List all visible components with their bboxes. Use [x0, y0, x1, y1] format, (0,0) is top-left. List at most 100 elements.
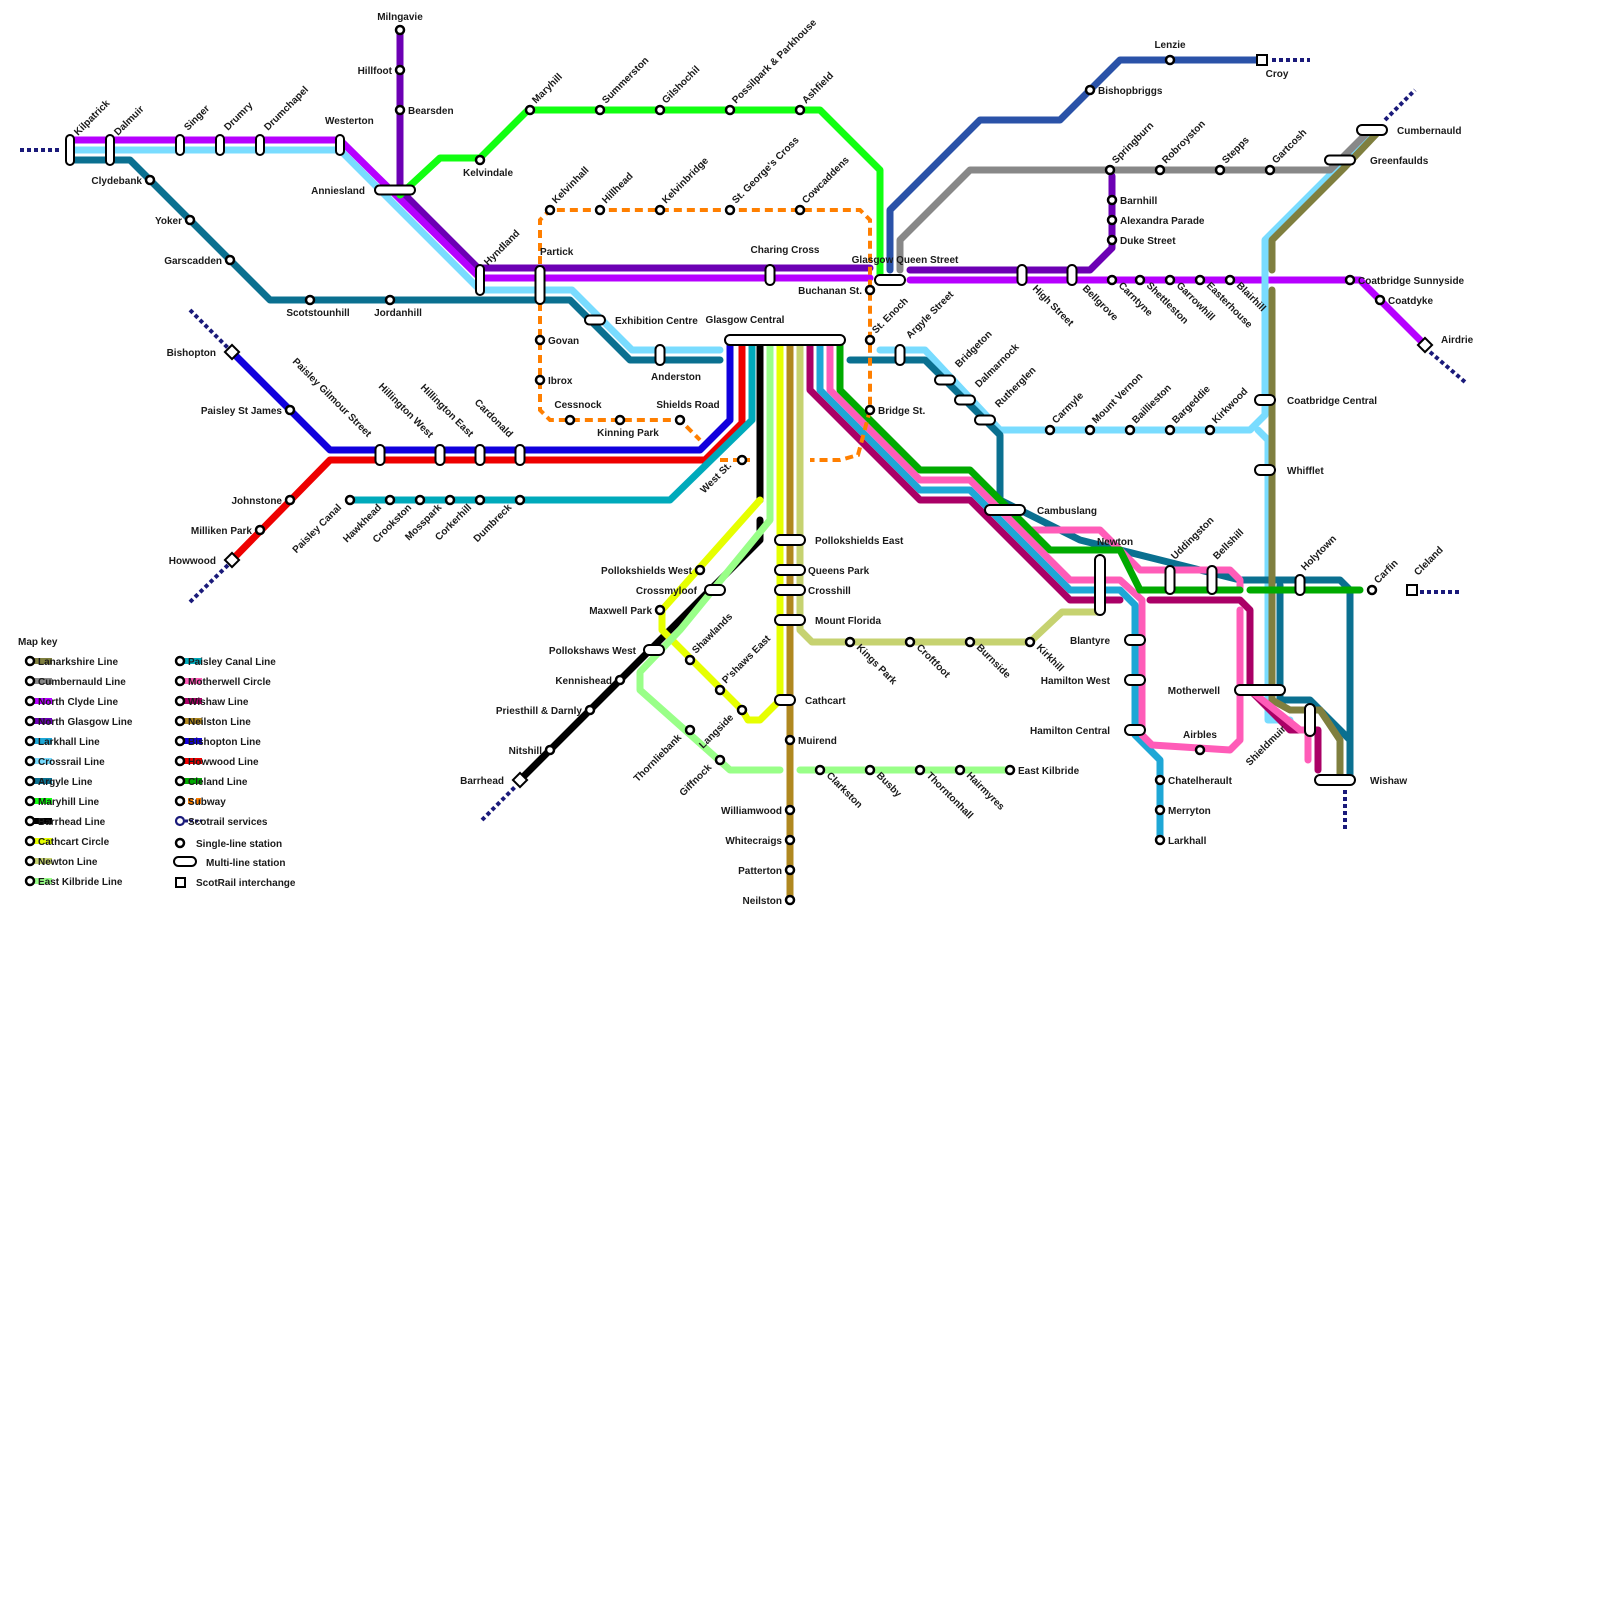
station-mount-florida[interactable] — [774, 614, 806, 626]
station-singer[interactable] — [175, 134, 185, 156]
station-patterton[interactable] — [784, 864, 796, 876]
station-glasgow-queen-street[interactable] — [874, 274, 906, 286]
station-neilston[interactable] — [784, 894, 796, 906]
station-jordanhill[interactable] — [384, 294, 396, 306]
station-dalmarnock[interactable] — [954, 394, 976, 406]
crossrail-line-east[interactable] — [876, 124, 1384, 434]
station-hyndland[interactable] — [475, 264, 485, 296]
station-bellgrove[interactable] — [1066, 264, 1078, 286]
station-blantyre[interactable] — [1124, 634, 1146, 646]
station-motherwell[interactable] — [1234, 684, 1286, 696]
station-st-georges-cross[interactable] — [724, 204, 736, 216]
station-croy[interactable] — [1256, 54, 1268, 66]
station-ashfield[interactable] — [794, 104, 806, 116]
station-muirend[interactable] — [784, 734, 796, 746]
station-bridgeton[interactable] — [934, 374, 956, 386]
station-pollokshields-west[interactable] — [694, 564, 706, 576]
station-mount-vernon[interactable] — [1084, 424, 1096, 436]
station-carmyle[interactable] — [1044, 424, 1056, 436]
station-dumbreck[interactable] — [514, 494, 526, 506]
station-shields-road[interactable] — [674, 414, 686, 426]
station-anniesland[interactable] — [374, 184, 416, 196]
station-nitshill[interactable] — [544, 744, 556, 756]
station-st-enoch[interactable] — [864, 334, 876, 346]
station-govan[interactable] — [534, 334, 546, 346]
station-airdrie[interactable] — [1416, 336, 1434, 354]
station-kelvindale[interactable] — [474, 154, 486, 166]
lanarkshire-line[interactable] — [1268, 126, 1384, 274]
station-gartcosh[interactable] — [1264, 164, 1276, 176]
station-hawkhead[interactable] — [384, 494, 396, 506]
station-bishopton[interactable] — [223, 343, 241, 361]
station-milngavie[interactable] — [394, 24, 406, 36]
station-carntyne[interactable] — [1106, 274, 1118, 286]
station-bridge-st[interactable] — [864, 404, 876, 416]
station-crossmyloof[interactable] — [704, 584, 726, 596]
station-bellshill[interactable] — [1206, 565, 1218, 595]
station-chatelherault[interactable] — [1154, 774, 1166, 786]
station-kirkhill[interactable] — [1024, 636, 1036, 648]
station-possilpark[interactable] — [724, 104, 736, 116]
station-hillington-west[interactable] — [434, 444, 446, 466]
station-milliken-park[interactable] — [254, 524, 266, 536]
station-bishopbriggs[interactable] — [1084, 84, 1096, 96]
station-west-st[interactable] — [736, 454, 748, 466]
station-hamilton-west[interactable] — [1124, 674, 1146, 686]
station-garrowhill[interactable] — [1164, 274, 1176, 286]
station-drumry[interactable] — [215, 134, 225, 156]
station-high-street[interactable] — [1016, 264, 1028, 286]
station-anderston[interactable] — [654, 344, 666, 366]
station-williamwood[interactable] — [784, 804, 796, 816]
station-maxwell-park[interactable] — [654, 604, 666, 616]
station-cleland[interactable] — [1406, 584, 1418, 596]
station-holytown[interactable] — [1294, 574, 1306, 596]
motherwell-circle-north[interactable] — [1026, 526, 1244, 594]
station-garscadden[interactable] — [224, 254, 236, 266]
station-croftfoot[interactable] — [904, 636, 916, 648]
station-paisley-canal[interactable] — [344, 494, 356, 506]
station-coatbridge-central[interactable] — [1254, 394, 1276, 406]
croy-line[interactable] — [886, 56, 1266, 274]
station-carfin[interactable] — [1366, 584, 1378, 596]
crossrail-line[interactable] — [66, 146, 724, 354]
station-stepps[interactable] — [1214, 164, 1226, 176]
station-barnhill[interactable] — [1106, 194, 1118, 206]
station-baillieston[interactable] — [1124, 424, 1136, 436]
subway-line-south[interactable] — [538, 290, 702, 442]
east-kilbride-line[interactable] — [636, 341, 784, 774]
station-kilpatrick[interactable] — [65, 134, 75, 166]
station-paisley-gilmour-street[interactable] — [374, 444, 386, 466]
station-crookston[interactable] — [414, 494, 426, 506]
station-yoker[interactable] — [184, 214, 196, 226]
newton-line[interactable] — [796, 341, 1104, 646]
station-kings-park[interactable] — [844, 636, 856, 648]
station-kelvinhall[interactable] — [544, 204, 556, 216]
station-cessnock[interactable] — [564, 414, 576, 426]
station-burnside[interactable] — [964, 636, 976, 648]
station-whitecraigs[interactable] — [784, 834, 796, 846]
station-argyle-street[interactable] — [894, 344, 906, 366]
station-westerton[interactable] — [335, 134, 345, 156]
station-thorntonhall[interactable] — [914, 764, 926, 776]
howwood-line[interactable] — [228, 341, 746, 564]
station-dalmuir[interactable] — [105, 134, 115, 166]
station-blairhill[interactable] — [1224, 274, 1236, 286]
station-langside[interactable] — [736, 704, 748, 716]
station-wishaw[interactable] — [1314, 774, 1356, 786]
station-maryhill[interactable] — [524, 104, 536, 116]
station-whifflet[interactable] — [1254, 464, 1276, 476]
station-hamilton-central[interactable] — [1124, 724, 1146, 736]
station-pollokshields-east[interactable] — [774, 534, 806, 546]
station-paisley-st-james[interactable] — [284, 404, 296, 416]
paisley-canal-line[interactable] — [346, 341, 756, 504]
station-bearsden[interactable] — [394, 104, 406, 116]
barrhead-line[interactable] — [516, 516, 764, 784]
station-cardonald[interactable] — [514, 444, 526, 466]
station-summerston[interactable] — [594, 104, 606, 116]
station-clydebank[interactable] — [144, 174, 156, 186]
station-mosspark[interactable] — [444, 494, 456, 506]
station-barrhead[interactable] — [511, 771, 529, 789]
station-crosshill[interactable] — [774, 584, 806, 596]
station-larkhall[interactable] — [1154, 834, 1166, 846]
station-scotstounhill[interactable] — [304, 294, 316, 306]
